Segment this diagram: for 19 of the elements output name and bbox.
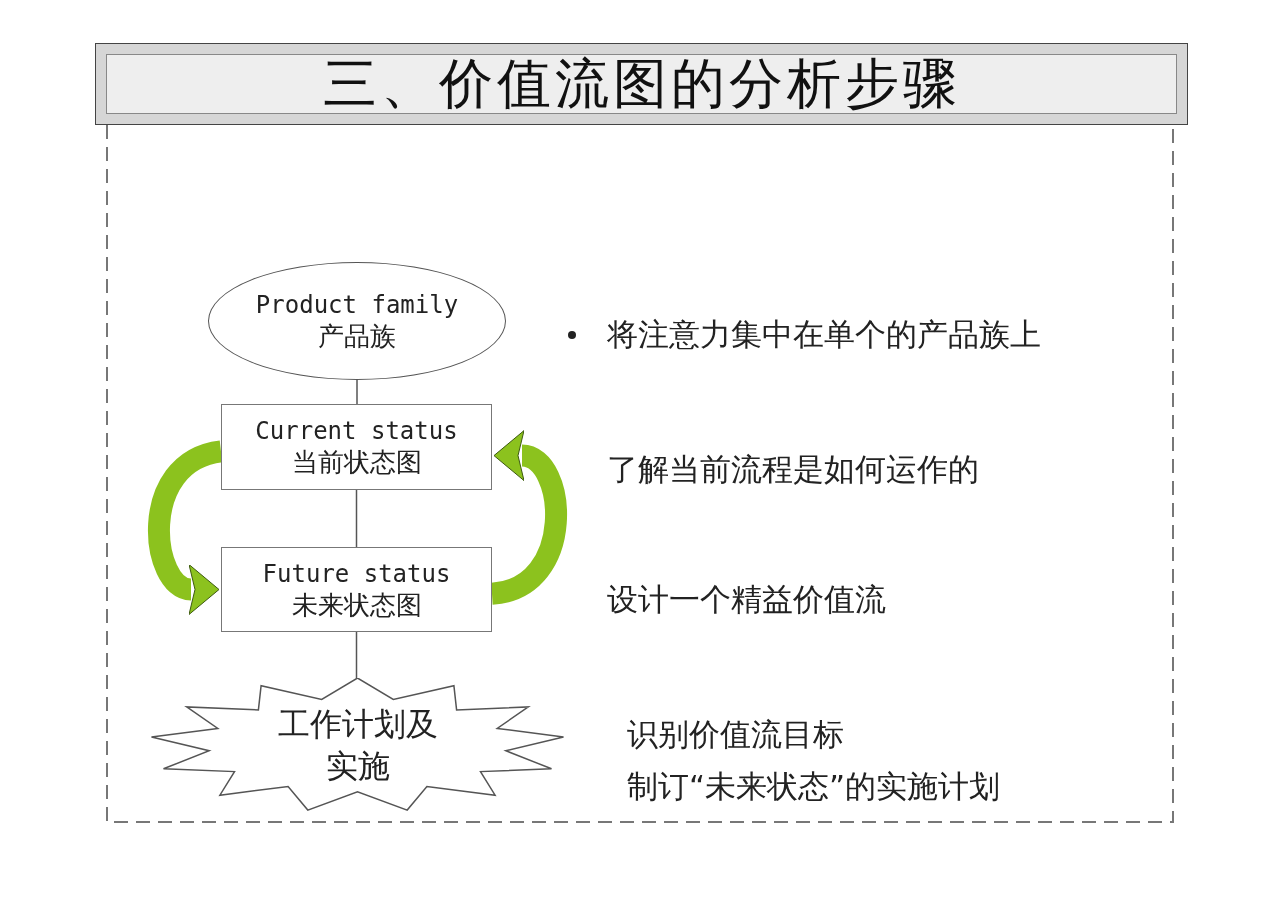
node-label: 工作计划及实施 <box>276 704 439 787</box>
text-line: 识别价值流目标 <box>627 715 844 753</box>
connector-line <box>356 379 358 405</box>
node-label: 产品族 <box>318 320 396 352</box>
text-line: 将注意力集中在单个的产品族上 <box>607 315 1041 353</box>
text-line: 了解当前流程是如何运作的 <box>607 450 979 488</box>
node-label: 未来状态图 <box>291 588 422 621</box>
process-box <box>221 404 492 490</box>
starburst-node <box>150 678 565 812</box>
text-line: 制订“未来状态”的实施计划 <box>627 767 1001 805</box>
text-line: 设计一个精益价值流 <box>607 580 886 618</box>
node-label: Current status <box>255 416 458 446</box>
connector-line <box>355 489 358 548</box>
node-label: 当前状态图 <box>291 446 422 478</box>
title: 三、价值流图的分析步骤 <box>322 50 961 117</box>
process-box <box>221 547 492 632</box>
node-label: Future status <box>262 558 451 589</box>
connector-line <box>355 631 358 679</box>
node-label: Product family <box>255 290 459 320</box>
